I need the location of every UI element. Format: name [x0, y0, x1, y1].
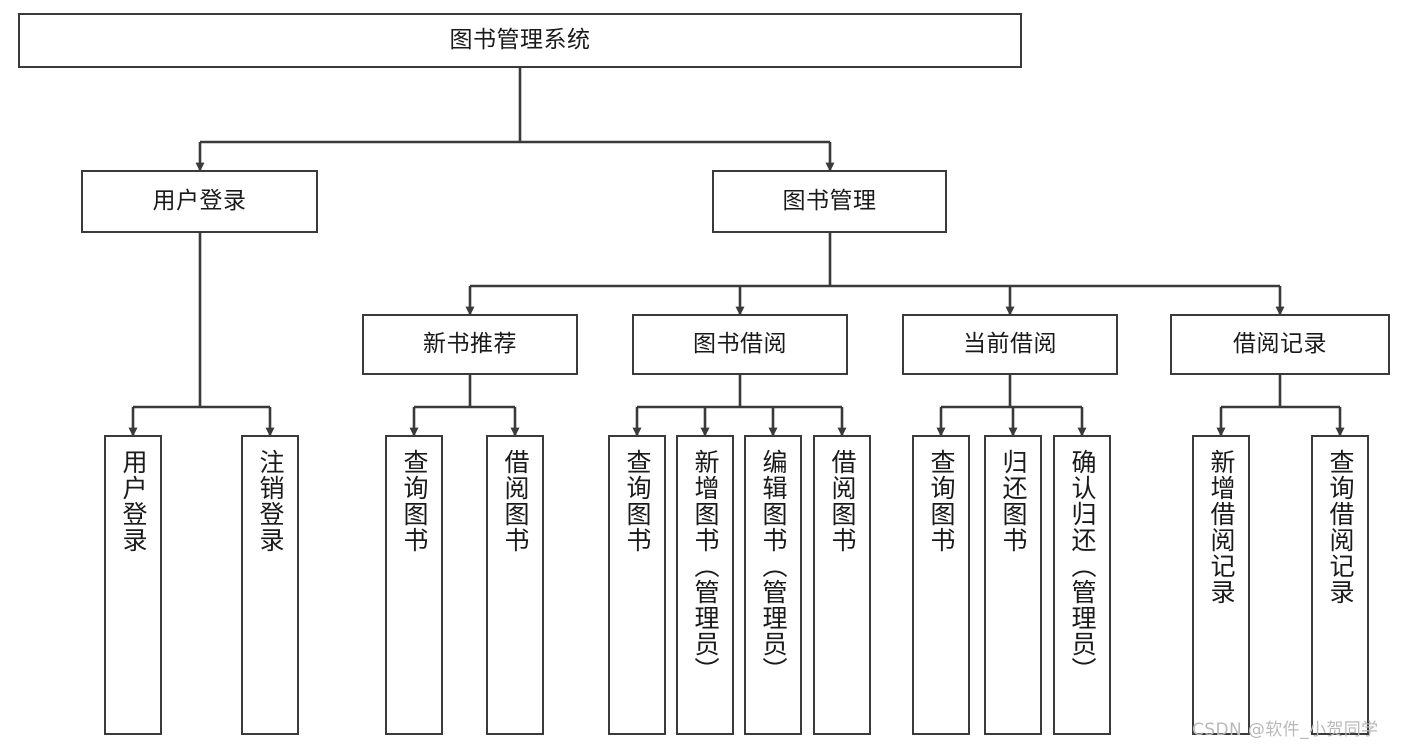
node-label: 当前借阅 [963, 331, 1057, 358]
node-l3-borrow[interactable]: 图书借阅 [632, 314, 848, 375]
node-label: 确认归还（管理员） [1068, 449, 1097, 683]
node-l4-c1[interactable]: 查询图书 [608, 435, 666, 735]
node-l4-c2[interactable]: 新增图书（管理员） [676, 435, 734, 735]
node-l2-bookmgr[interactable]: 图书管理 [712, 170, 947, 233]
node-l4-c4[interactable]: 借阅图书 [813, 435, 871, 735]
node-label: 借阅记录 [1233, 331, 1327, 358]
node-l4-d2[interactable]: 归还图书 [984, 435, 1042, 735]
node-l4-b1[interactable]: 查询图书 [385, 435, 443, 735]
connector-lines [128, 68, 1345, 437]
node-l4-e2[interactable]: 查询借阅记录 [1311, 435, 1369, 735]
node-root[interactable]: 图书管理系统 [18, 13, 1022, 68]
node-label: 图书借阅 [693, 331, 787, 358]
node-l4-c3[interactable]: 编辑图书（管理员） [744, 435, 802, 735]
node-label: 归还图书 [999, 449, 1028, 553]
node-label: 编辑图书（管理员） [759, 449, 788, 683]
node-label: 查询图书 [623, 449, 652, 553]
node-l3-newbook[interactable]: 新书推荐 [362, 314, 578, 375]
node-label: 新书推荐 [423, 331, 517, 358]
node-l4-d1[interactable]: 查询图书 [912, 435, 970, 735]
node-label: 图书管理系统 [449, 27, 591, 54]
node-l4-d3[interactable]: 确认归还（管理员） [1053, 435, 1111, 735]
node-label: 查询借阅记录 [1326, 449, 1355, 605]
node-label: 用户登录 [152, 188, 247, 215]
node-label: 注销登录 [256, 449, 285, 553]
node-label: 新增图书（管理员） [691, 449, 720, 683]
node-l3-record[interactable]: 借阅记录 [1170, 314, 1390, 375]
node-l4-b2[interactable]: 借阅图书 [486, 435, 544, 735]
node-l4-e1[interactable]: 新增借阅记录 [1192, 435, 1250, 735]
node-l4-a1[interactable]: 用户登录 [104, 435, 162, 735]
node-l3-current[interactable]: 当前借阅 [902, 314, 1118, 375]
node-label: 图书管理 [782, 188, 877, 215]
node-label: 查询图书 [400, 449, 429, 553]
node-label: 借阅图书 [501, 449, 530, 553]
node-label: 用户登录 [119, 449, 148, 553]
node-label: 借阅图书 [828, 449, 857, 553]
node-label: 查询图书 [927, 449, 956, 553]
node-l4-a2[interactable]: 注销登录 [241, 435, 299, 735]
csdn-watermark: CSDN @软件_小贺同学 [1192, 720, 1379, 740]
node-l2-login[interactable]: 用户登录 [81, 170, 318, 233]
node-label: 新增借阅记录 [1207, 449, 1236, 605]
